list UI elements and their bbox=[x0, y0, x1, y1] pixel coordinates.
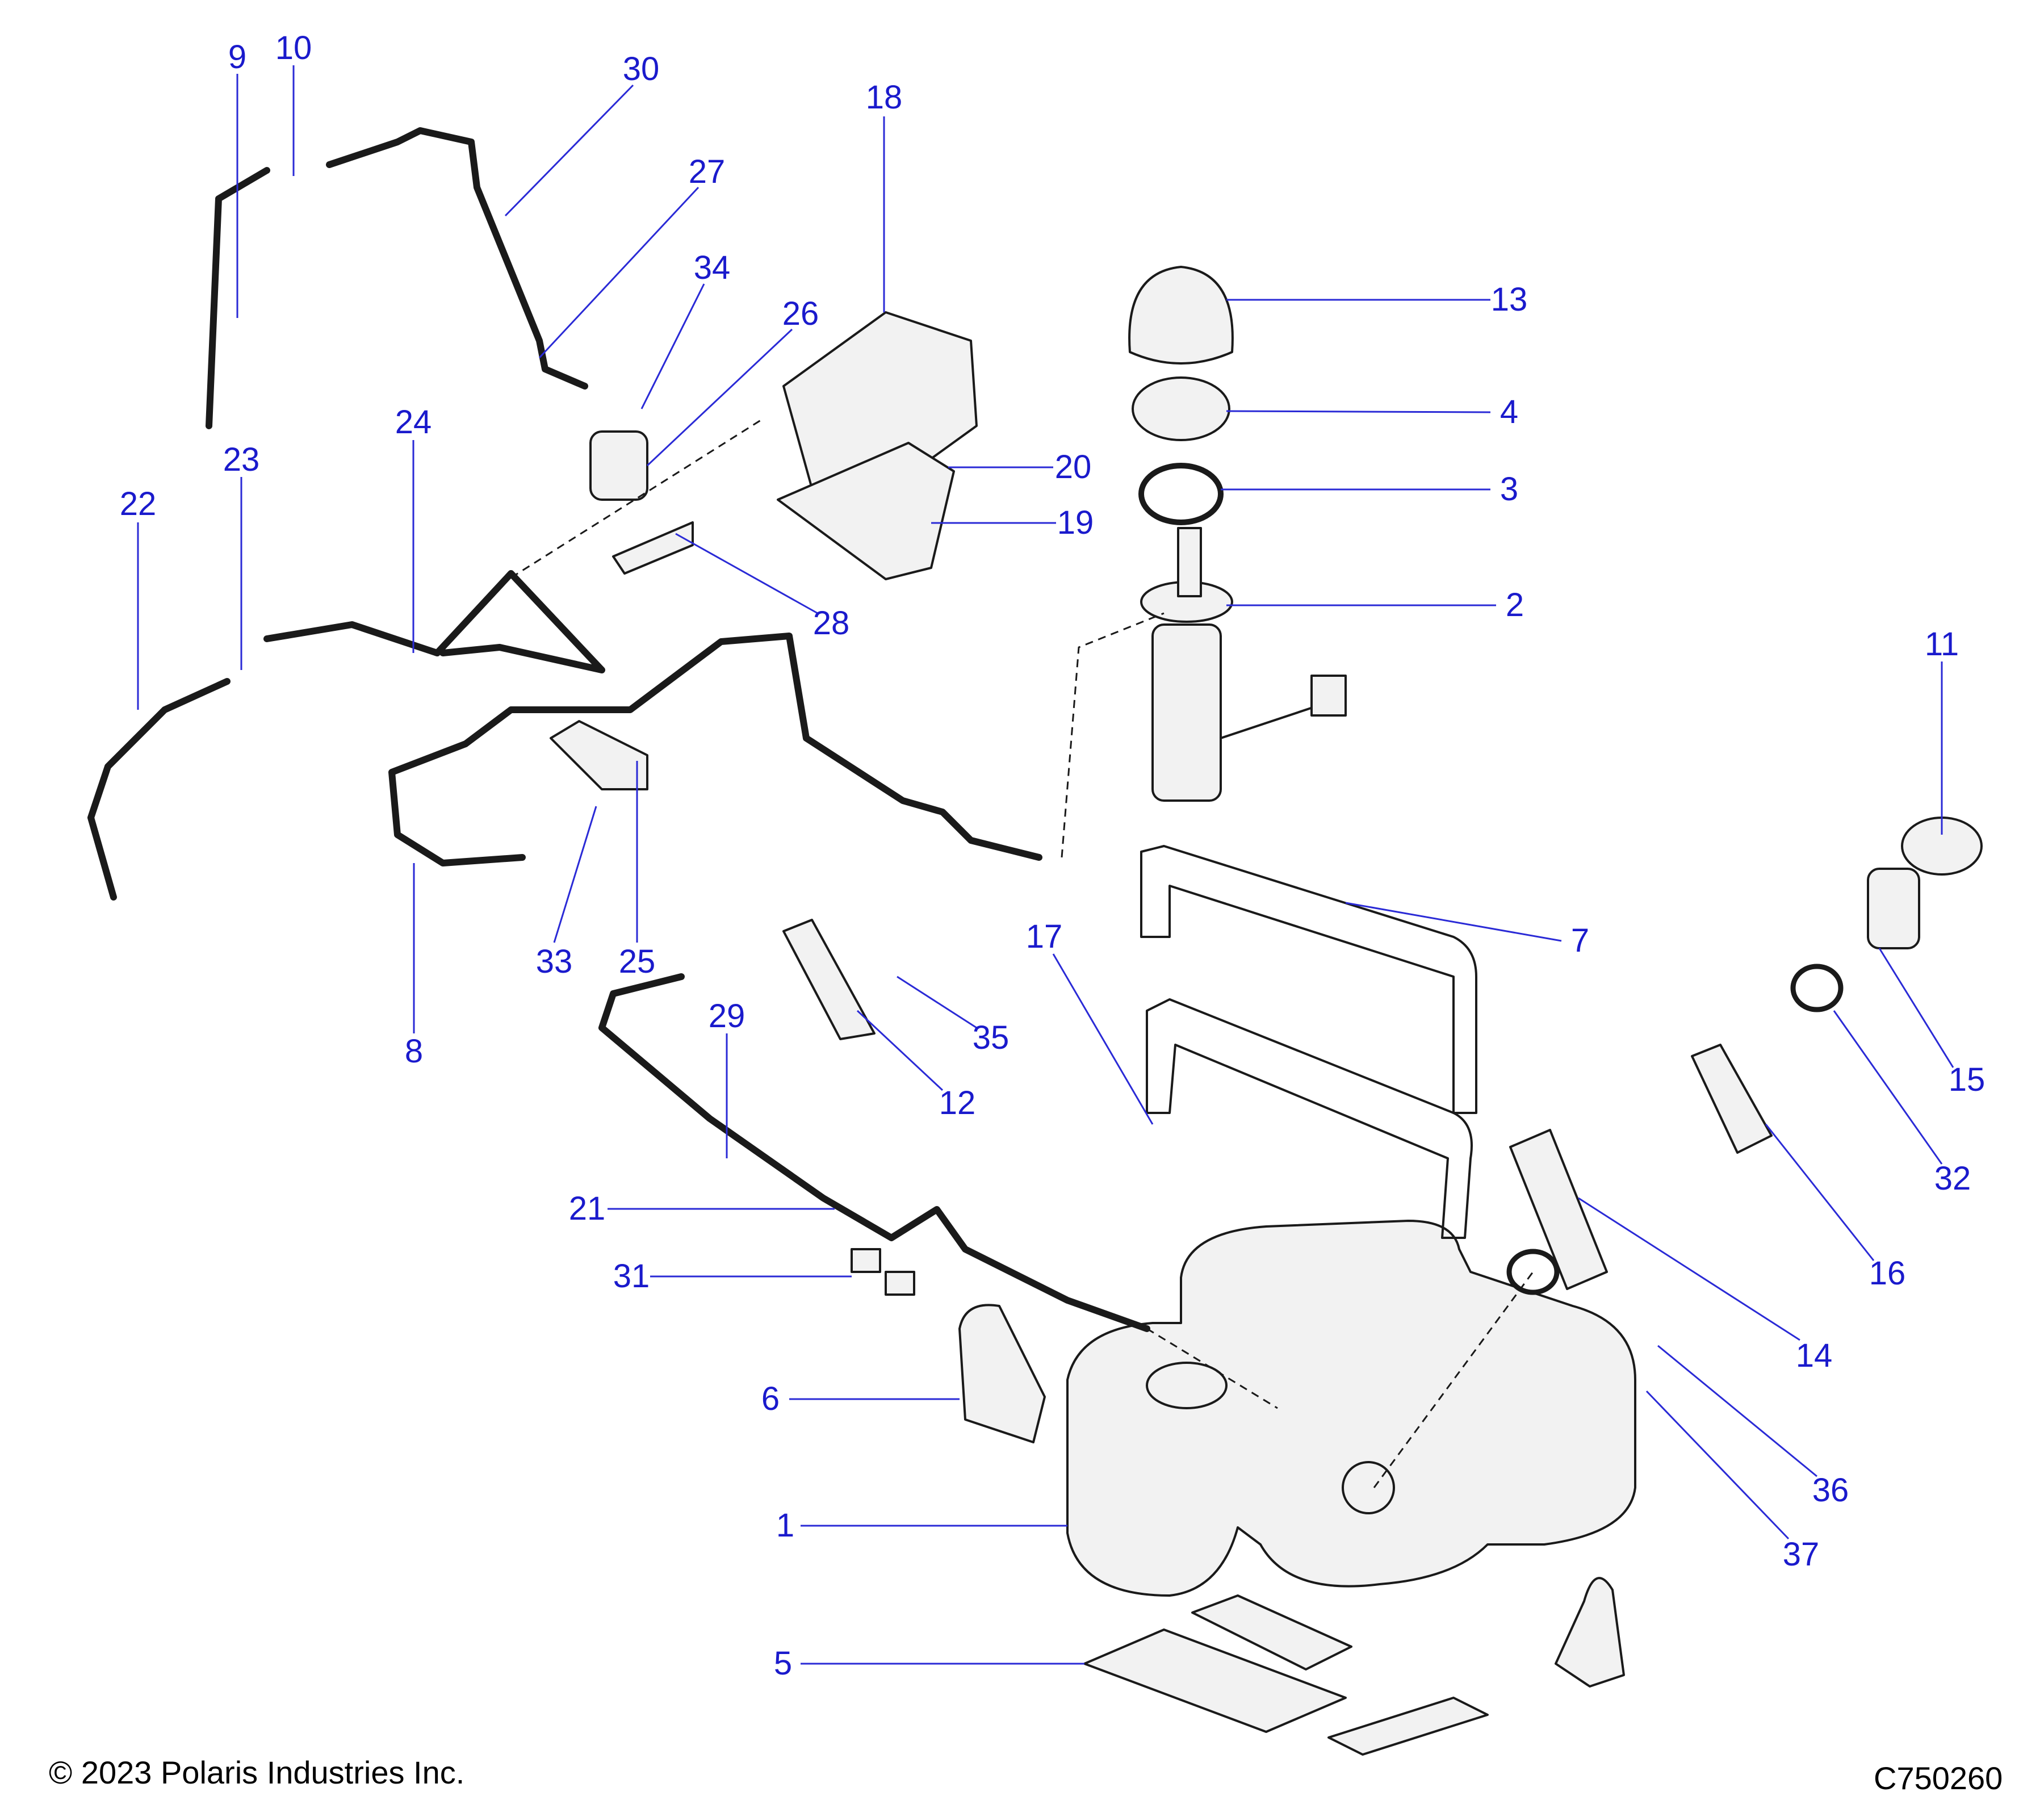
dashed-guide-pump bbox=[1061, 612, 1165, 858]
callout-17-tank-strap-pad: 17 bbox=[1025, 918, 1063, 955]
fuel-tank-shape bbox=[1066, 1220, 1636, 1597]
filler-neck-shape bbox=[1867, 868, 1920, 949]
leader-line-37 bbox=[1645, 1390, 1790, 1540]
leader-line-28 bbox=[675, 533, 818, 614]
callout-8-hose: 8 bbox=[404, 1033, 424, 1070]
clamp-32-shape bbox=[1790, 964, 1844, 1012]
callout-16-filler-tube: 16 bbox=[1869, 1255, 1906, 1292]
leader-line-16 bbox=[1765, 1124, 1875, 1261]
dashed-guide-fuel-line bbox=[1146, 1328, 1278, 1409]
strap-pad-shape bbox=[1146, 998, 1473, 1239]
vent-line-27-30 bbox=[326, 127, 588, 390]
callout-10-vent-fitting: 10 bbox=[275, 30, 312, 66]
dashed-guide-canister bbox=[499, 419, 761, 586]
leader-line-15 bbox=[1878, 948, 1954, 1068]
callout-25-clip-bracket: 25 bbox=[618, 943, 656, 980]
callout-23-valve: 23 bbox=[223, 441, 260, 478]
callout-32-clamp: 32 bbox=[1934, 1160, 1971, 1197]
callout-29-clip: 29 bbox=[708, 998, 745, 1035]
callout-21-fuel-line: 21 bbox=[568, 1190, 606, 1227]
callout-9-vent-hose: 9 bbox=[228, 39, 247, 76]
callout-35-screw: 35 bbox=[972, 1019, 1010, 1056]
leader-line-7 bbox=[1345, 902, 1562, 942]
pump-body bbox=[1151, 623, 1222, 802]
callout-18-evap-canister: 18 bbox=[865, 79, 903, 116]
pad-4 bbox=[1555, 1577, 1625, 1688]
tank-pump-opening bbox=[1146, 1362, 1228, 1409]
leader-line-4 bbox=[1226, 410, 1491, 413]
callout-30-clamp: 30 bbox=[622, 51, 660, 87]
callout-4-lock-ring: 4 bbox=[1500, 393, 1519, 430]
tank-filler-port bbox=[1342, 1461, 1395, 1514]
callout-13-pump-cover: 13 bbox=[1490, 281, 1528, 318]
callout-33-screw: 33 bbox=[535, 943, 573, 980]
clip-31b bbox=[885, 1271, 915, 1296]
callout-6-heat-shield: 6 bbox=[761, 1380, 780, 1417]
vapor-line-24 bbox=[263, 570, 605, 673]
callout-14-filler-hose: 14 bbox=[1795, 1337, 1833, 1374]
hose-8 bbox=[388, 633, 1042, 866]
callout-3-seal: 3 bbox=[1500, 471, 1519, 508]
pump-cover-shape bbox=[1128, 266, 1234, 365]
callout-37-washer: 37 bbox=[1782, 1536, 1820, 1573]
figure-id: C750260 bbox=[1874, 1760, 2003, 1796]
callout-20-screw: 20 bbox=[1054, 449, 1092, 485]
seal-shape bbox=[1138, 463, 1224, 525]
callout-31-clip: 31 bbox=[613, 1258, 650, 1295]
leader-line-14 bbox=[1578, 1197, 1800, 1341]
callout-24-vapor-line: 24 bbox=[395, 404, 432, 441]
callout-19-canister-bracket: 19 bbox=[1057, 504, 1094, 541]
clip-31a bbox=[851, 1248, 881, 1273]
callout-27-vent-line: 27 bbox=[688, 153, 726, 190]
pad-3 bbox=[1327, 1697, 1489, 1756]
bracket-12-shape bbox=[782, 919, 876, 1040]
leader-line-33 bbox=[553, 806, 597, 943]
pump-connector bbox=[1177, 527, 1202, 597]
dashed-guide-filler bbox=[1373, 1271, 1534, 1488]
callout-1-fuel-tank: 1 bbox=[776, 1507, 795, 1544]
copyright-notice: © 2023 Polaris Industries Inc. bbox=[49, 1755, 465, 1790]
tank-strap-shape bbox=[1140, 845, 1477, 1114]
callout-15-filler-neck: 15 bbox=[1948, 1061, 1986, 1098]
callout-34-screw: 34 bbox=[693, 249, 731, 286]
hose-elbow-shape bbox=[612, 521, 694, 575]
leader-line-17 bbox=[1052, 953, 1154, 1125]
callout-22-vent-line: 22 bbox=[119, 485, 157, 522]
callout-26-purge-valve: 26 bbox=[782, 295, 819, 332]
canister-bracket-shape bbox=[777, 442, 955, 580]
leader-line-34 bbox=[640, 283, 705, 409]
leader-line-35 bbox=[897, 976, 977, 1029]
vent-line-22 bbox=[87, 678, 231, 901]
callout-36-bolt: 36 bbox=[1812, 1472, 1849, 1509]
clamp-lower-shape bbox=[1506, 1249, 1560, 1295]
purge-valve-shape bbox=[589, 430, 648, 501]
leader-line-12 bbox=[856, 1010, 944, 1091]
heat-shield-shape bbox=[958, 1304, 1046, 1443]
fuel-line-21 bbox=[598, 973, 1150, 1332]
callout-2-fuel-pump: 2 bbox=[1505, 587, 1524, 623]
leader-line-36 bbox=[1657, 1345, 1817, 1477]
clip-bracket-shape bbox=[550, 720, 648, 790]
leader-line-27 bbox=[538, 186, 700, 359]
callout-11-fuel-cap: 11 bbox=[1924, 626, 1959, 663]
pad-2 bbox=[1191, 1594, 1352, 1671]
leader-line-26 bbox=[646, 328, 793, 467]
callout-28-hose-elbow: 28 bbox=[812, 605, 850, 642]
filler-hose-shape bbox=[1509, 1129, 1608, 1290]
callout-12-bracket: 12 bbox=[939, 1085, 976, 1121]
leader-line-32 bbox=[1833, 1010, 1943, 1165]
pad-1 bbox=[1083, 1628, 1347, 1733]
leader-line-30 bbox=[504, 84, 634, 217]
filler-tube-shape bbox=[1691, 1044, 1773, 1154]
callout-7-tank-strap: 7 bbox=[1570, 922, 1590, 959]
pump-float bbox=[1310, 675, 1347, 717]
pump-float-arm bbox=[1220, 703, 1324, 739]
vent-hose-9 bbox=[206, 167, 270, 429]
callout-5-tank-pads: 5 bbox=[773, 1645, 793, 1682]
lock-ring-shape bbox=[1132, 376, 1230, 441]
